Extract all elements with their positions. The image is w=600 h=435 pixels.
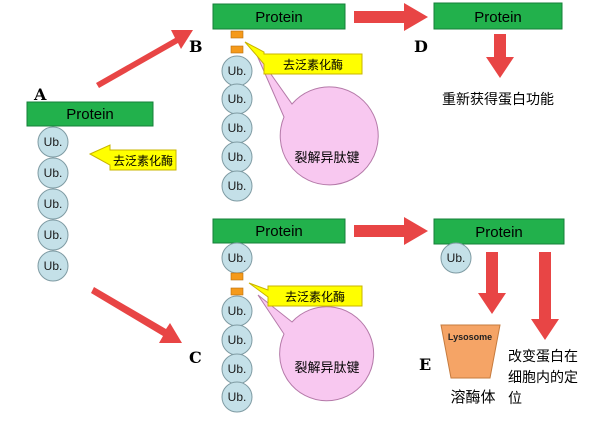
ub-label: Ub. bbox=[44, 259, 63, 273]
arrow-e-to-lysosome bbox=[478, 252, 506, 314]
lysosome-label: Lysosome bbox=[448, 332, 492, 342]
enzyme-label-b: 去泛素化酶 bbox=[283, 57, 343, 72]
ub-label: Ub. bbox=[228, 304, 247, 318]
protein-box-b bbox=[212, 3, 346, 30]
ub-label: Ub. bbox=[228, 333, 247, 347]
label-b: B bbox=[189, 37, 203, 56]
isopeptide-linker-b1 bbox=[230, 30, 244, 39]
ub-label: Ub. bbox=[228, 251, 247, 265]
ub-label: Ub. bbox=[228, 150, 247, 164]
ub-sphere bbox=[221, 381, 253, 413]
arrow-d-down bbox=[486, 34, 514, 78]
label-c: C bbox=[189, 348, 202, 367]
protein-box-e bbox=[433, 218, 565, 245]
ub-label: Ub. bbox=[228, 64, 247, 78]
ub-label: Ub. bbox=[228, 362, 247, 376]
enzyme-callout-a bbox=[88, 144, 177, 171]
isopeptide-linker-c2 bbox=[230, 287, 244, 296]
arrow-e-to-relocalize bbox=[531, 252, 559, 340]
arrow-c-to-e bbox=[354, 217, 428, 245]
enzyme-label-c: 去泛素化酶 bbox=[285, 289, 345, 304]
ub-label: Ub. bbox=[228, 179, 247, 193]
ub-label: Ub. bbox=[447, 251, 466, 265]
protein-label-a: Protein bbox=[66, 106, 114, 123]
arrow-b-to-d bbox=[354, 3, 428, 31]
relocalize-line-3: 位 bbox=[508, 391, 522, 407]
ub-sphere bbox=[37, 250, 69, 282]
ub-label: Ub. bbox=[44, 197, 63, 211]
cleave-label-c: 裂解异肽键 bbox=[294, 361, 359, 376]
isopeptide-linker-c1 bbox=[230, 272, 244, 281]
cleave-label-b: 裂解异肽键 bbox=[294, 151, 359, 166]
d-result-text: 重新获得蛋白功能 bbox=[442, 91, 554, 108]
lysosome-cn-label: 溶酶体 bbox=[450, 388, 495, 406]
arrow-a-to-b bbox=[96, 30, 193, 88]
cleave-bubble-c bbox=[257, 294, 375, 402]
protein-box-d bbox=[433, 2, 563, 30]
ub-sphere-attached-e bbox=[440, 242, 472, 274]
ub-sphere bbox=[37, 219, 69, 251]
ub-sphere bbox=[37, 126, 69, 158]
enzyme-label-a: 去泛素化酶 bbox=[113, 153, 173, 168]
protein-box-c bbox=[212, 218, 346, 244]
protein-box-a bbox=[26, 101, 154, 127]
ub-label: Ub. bbox=[228, 390, 247, 404]
arrow-a-to-c bbox=[91, 287, 182, 343]
lysosome-shape bbox=[440, 324, 501, 379]
ub-chain-b: Ub. Ub. Ub. Ub. Ub. bbox=[221, 55, 253, 202]
protein-label-b: Protein bbox=[255, 9, 303, 26]
ub-chain-a: Ub. Ub. Ub. Ub. Ub. bbox=[37, 126, 69, 282]
ub-label: Ub. bbox=[44, 166, 63, 180]
label-a: A bbox=[33, 85, 47, 104]
label-e: E bbox=[419, 355, 431, 374]
label-d: D bbox=[414, 37, 428, 56]
ub-sphere bbox=[221, 170, 253, 202]
cleave-bubble-b bbox=[255, 52, 379, 186]
ub-label: Ub. bbox=[228, 92, 247, 106]
ub-sphere bbox=[37, 157, 69, 189]
ub-label: Ub. bbox=[228, 121, 247, 135]
ub-chain-c: Ub. Ub. Ub. Ub. bbox=[221, 295, 253, 413]
ub-label: Ub. bbox=[44, 135, 63, 149]
ub-sphere bbox=[37, 188, 69, 220]
ub-label: Ub. bbox=[44, 228, 63, 242]
protein-label-d: Protein bbox=[474, 9, 522, 26]
relocalize-line-2: 细胞内的定 bbox=[508, 370, 578, 386]
isopeptide-linker-b2 bbox=[230, 45, 244, 54]
protein-label-e: Protein bbox=[475, 224, 523, 241]
enzyme-callout-b bbox=[244, 41, 363, 75]
protein-label-c: Protein bbox=[255, 223, 303, 240]
enzyme-callout-c bbox=[248, 282, 363, 307]
relocalize-line-1: 改变蛋白在 bbox=[508, 349, 578, 365]
